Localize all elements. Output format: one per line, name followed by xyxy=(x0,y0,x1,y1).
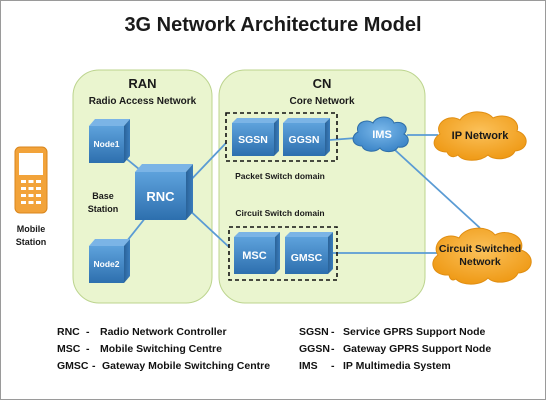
legend-full: Gateway GPRS Support Node xyxy=(343,343,492,355)
rnc-cube xyxy=(135,164,193,220)
node1-cube xyxy=(89,119,130,163)
node2-label: Node2 xyxy=(94,259,120,269)
legend-sep: - xyxy=(92,360,96,372)
legend-sep: - xyxy=(331,360,335,372)
circuit-network-label-line1: Circuit Switched xyxy=(439,243,521,255)
legend-abbr: GMSC xyxy=(57,360,89,372)
legend-abbr: RNC xyxy=(57,326,80,338)
legend-item: GGSN-Gateway GPRS Support Node xyxy=(299,343,491,355)
legend-abbr: SGSN xyxy=(299,326,329,338)
legend-sep: - xyxy=(86,326,90,338)
legend-abbr: MSC xyxy=(57,343,81,355)
diagram-title: 3G Network Architecture Model xyxy=(124,14,422,36)
packet-switch-domain-label: Packet Switch domain xyxy=(235,171,325,181)
gmsc-cube xyxy=(285,232,333,274)
node1-label: Node1 xyxy=(94,139,120,149)
base-station-label-line2: Station xyxy=(88,204,119,214)
legend-item: IMS -IP Multimedia System xyxy=(299,360,451,372)
packet-switch-domain-box xyxy=(225,112,338,162)
link-ggsn-ims xyxy=(329,137,357,141)
cn-title: CN xyxy=(313,76,332,91)
ran-title: RAN xyxy=(128,76,156,91)
legend-abbr: IMS xyxy=(299,360,318,372)
ims-cloud xyxy=(352,116,409,153)
ran-subtitle: Radio Access Network xyxy=(89,96,197,107)
legend-sep: - xyxy=(331,326,335,338)
legend-full: Mobile Switching Centre xyxy=(100,343,222,355)
legend-item: RNC-Radio Network Controller xyxy=(57,326,227,338)
ggsn-label: GGSN xyxy=(289,134,320,146)
ims-label: IMS xyxy=(372,129,392,141)
ggsn-cube xyxy=(283,118,330,156)
legend-abbr: GGSN xyxy=(299,343,330,355)
legend-full: Service GPRS Support Node xyxy=(343,326,486,338)
mobile-station-label-line2: Station xyxy=(16,237,47,247)
cn-subtitle: Core Network xyxy=(289,96,354,107)
legend-full: Radio Network Controller xyxy=(100,326,227,338)
msc-cube xyxy=(234,232,280,274)
legend-full: Gateway Mobile Switching Centre xyxy=(102,360,271,372)
circuit-switched-network-cloud xyxy=(432,227,532,285)
circuit-network-label-line2: Network xyxy=(459,256,501,268)
sgsn-cube xyxy=(232,118,279,156)
base-station-label-line1: Base xyxy=(92,191,114,201)
circuit-switch-domain-box xyxy=(228,226,338,281)
node2-cube xyxy=(89,239,130,283)
circuit-switch-domain-label: Circuit Switch domain xyxy=(235,208,324,218)
link-rnc-msc xyxy=(185,206,230,248)
msc-label: MSC xyxy=(242,250,267,262)
mobile-phone-icon xyxy=(14,146,48,214)
legend-item: GMSC-Gateway Mobile Switching Centre xyxy=(57,360,270,372)
legend-sep: - xyxy=(86,343,90,355)
ip-network-cloud xyxy=(433,111,527,161)
legend-item: MSC-Mobile Switching Centre xyxy=(57,343,222,355)
link-ims-circuitnetwork xyxy=(394,149,481,229)
mobile-station-label-line1: Mobile xyxy=(17,224,46,234)
ip-network-label: IP Network xyxy=(452,130,510,142)
legend-item: SGSN-Service GPRS Support Node xyxy=(299,326,485,338)
sgsn-label: SGSN xyxy=(238,134,268,146)
rnc-label: RNC xyxy=(146,189,175,204)
legend-sep: - xyxy=(331,343,335,355)
gmsc-label: GMSC xyxy=(291,252,323,264)
legend-full: IP Multimedia System xyxy=(343,360,451,372)
